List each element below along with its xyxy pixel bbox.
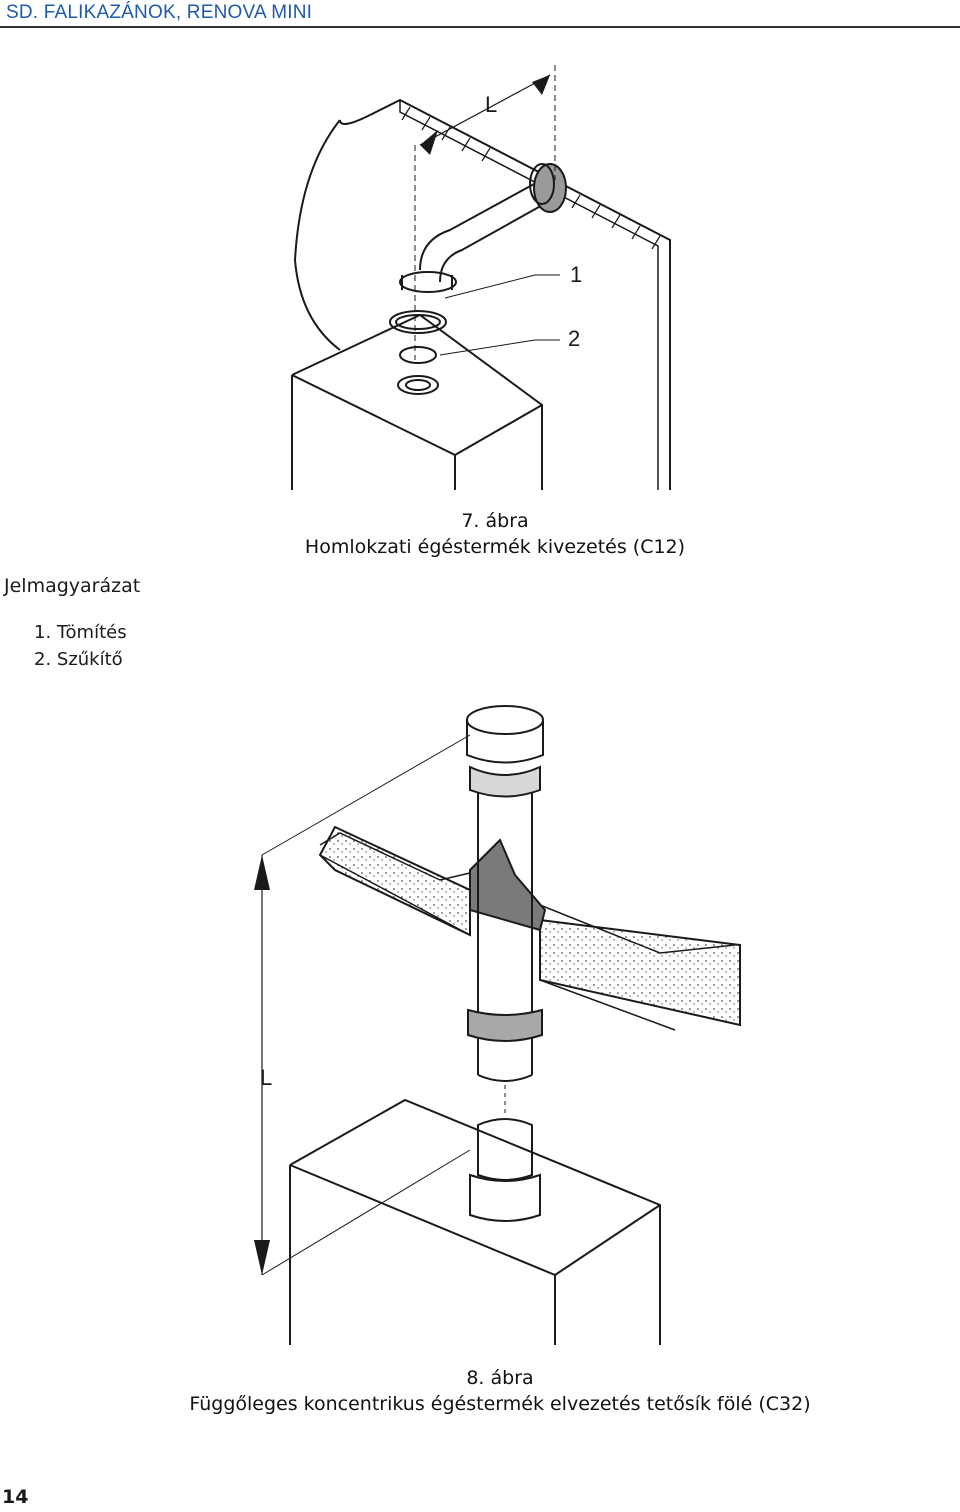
figure-7-title: Homlokzati égéstermék kivezetés (C12) <box>304 536 686 558</box>
header-rule <box>0 26 960 28</box>
figure-7-callout-2: 2 <box>568 326 580 351</box>
figure-8-vertical-flue-drawing: L <box>254 705 741 1345</box>
figure-7-caption: 7. ábra Homlokzati égéstermék kivezetés … <box>290 508 700 560</box>
figure-8-number: 8. ábra <box>466 1367 534 1389</box>
figure-7-dimension-label: L <box>485 92 497 117</box>
legend-item-2: 2. Szűkítő <box>34 649 123 670</box>
figure-8-dimension-label: L <box>260 1065 272 1090</box>
legend-item-1: 1. Tömítés <box>34 622 127 643</box>
figure-8-caption: 8. ábra Függőleges koncentrikus égésterm… <box>130 1365 870 1417</box>
page-header-title: SD. FALIKAZÁNOK, RENOVA MINI <box>6 2 313 23</box>
page-number: 14 <box>2 1486 29 1508</box>
figure-8-title: Függőleges koncentrikus égéstermék elvez… <box>189 1393 811 1415</box>
figure-7-callout-1: 1 <box>570 262 582 287</box>
legend-title: Jelmagyarázat <box>4 575 141 597</box>
figure-7-number: 7. ábra <box>461 510 529 532</box>
figure-7-horizontal-flue-drawing: L 1 2 <box>291 65 671 490</box>
